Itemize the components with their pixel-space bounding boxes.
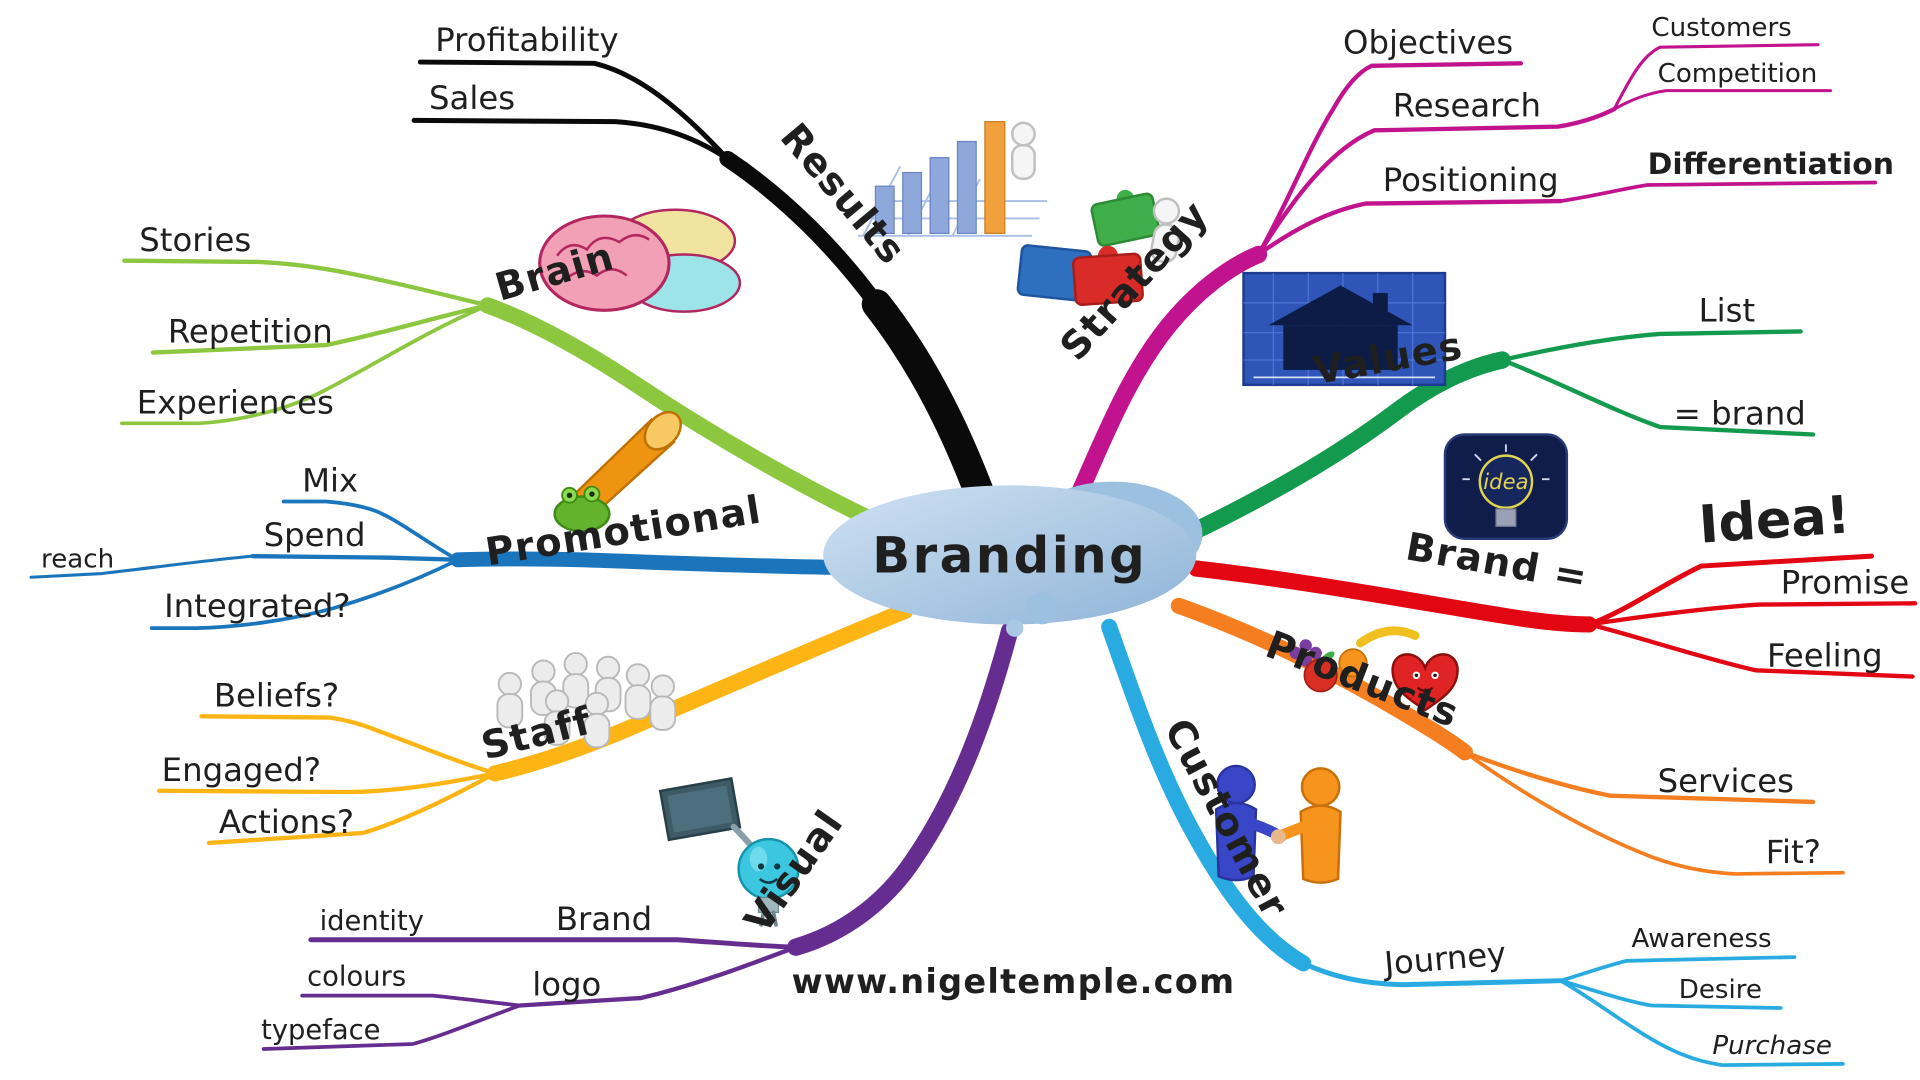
node-list[interactable]: List — [1699, 292, 1756, 330]
path-awareness — [1558, 955, 1797, 983]
blueprint-house-icon — [1242, 271, 1447, 387]
branch-strategy — [1058, 43, 1878, 531]
path-idea — [1586, 553, 1874, 627]
path-journey — [1300, 960, 1564, 988]
node-beliefs[interactable]: Beliefs? — [214, 676, 339, 714]
staff-crowd-icon — [496, 652, 677, 749]
node-equals-brand[interactable]: = brand — [1674, 395, 1806, 433]
branch-brain — [119, 258, 889, 532]
path-objectives — [1256, 61, 1524, 257]
path-sales — [411, 117, 730, 162]
node-actions[interactable]: Actions? — [219, 803, 354, 841]
path-brand-identity — [308, 937, 799, 950]
visual-bulb-sign-icon — [658, 777, 800, 927]
path-purchase — [1558, 978, 1845, 1067]
node-awareness[interactable]: Awareness — [1632, 924, 1772, 954]
node-research[interactable]: Research — [1393, 87, 1541, 125]
promotional-trunk — [450, 551, 841, 575]
brand-equals-trunk — [1188, 560, 1598, 633]
path-reach — [29, 554, 254, 579]
values-trunk — [1175, 351, 1511, 545]
path-actions — [206, 771, 498, 846]
strategy-trunk — [1058, 245, 1268, 531]
growth-chart-icon — [858, 121, 1048, 237]
path-list — [1499, 329, 1803, 363]
customer-handshake-icon — [1214, 764, 1342, 884]
center-title[interactable]: Branding — [872, 526, 1147, 584]
branch-customer — [1101, 618, 1845, 1067]
idea-bulb-text: idea — [1483, 469, 1528, 494]
results-trunk-outer — [719, 150, 885, 313]
path-promise — [1587, 601, 1918, 627]
path-desire — [1558, 978, 1783, 1010]
node-typeface[interactable]: typeface — [261, 1015, 380, 1046]
path-feeling — [1587, 622, 1915, 679]
path-profitability — [417, 59, 730, 162]
node-brand[interactable]: Brand — [556, 900, 652, 938]
node-purchase[interactable]: Purchase — [1712, 1031, 1832, 1061]
path-positioning — [1256, 198, 1563, 257]
node-stories[interactable]: Stories — [139, 221, 251, 259]
node-journey[interactable]: Journey — [1381, 934, 1508, 983]
node-integrated[interactable]: Integrated? — [164, 587, 350, 625]
node-idea[interactable]: Idea! — [1697, 485, 1852, 555]
node-positioning[interactable]: Positioning — [1383, 161, 1559, 199]
visual-trunk — [787, 621, 1019, 956]
idea-lightbulb-icon: idea — [1443, 433, 1569, 540]
node-competition[interactable]: Competition — [1658, 59, 1818, 89]
path-typeface — [261, 1003, 522, 1051]
path-integrated — [149, 558, 460, 630]
branch-visual — [261, 621, 1019, 1051]
path-engaged — [156, 771, 498, 795]
node-identity[interactable]: identity — [320, 906, 424, 937]
branch-values — [1175, 329, 1816, 545]
node-sales[interactable]: Sales — [429, 79, 515, 117]
branch-brand-equals — [1188, 553, 1918, 679]
products-trunk — [1170, 597, 1473, 761]
node-profitability[interactable]: Profitability — [435, 21, 618, 59]
brain-icon — [538, 208, 742, 313]
node-desire[interactable]: Desire — [1679, 975, 1762, 1005]
path-logo — [517, 945, 799, 1008]
path-equals-brand — [1499, 357, 1816, 437]
path-competition — [1612, 89, 1833, 111]
website-url: www.nigeltemple.com — [792, 962, 1236, 1001]
frog-megaphone-icon — [553, 410, 683, 533]
branch-products — [1170, 597, 1845, 876]
path-repetition — [150, 303, 490, 355]
path-fit — [1463, 750, 1845, 876]
node-colours[interactable]: colours — [307, 962, 406, 993]
node-objectives[interactable]: Objectives — [1343, 23, 1513, 61]
node-services[interactable]: Services — [1658, 762, 1794, 800]
brain-trunk — [479, 297, 889, 532]
path-customers — [1612, 43, 1820, 111]
node-mix[interactable]: Mix — [302, 462, 358, 500]
path-experiences — [119, 303, 490, 426]
node-differentiation[interactable]: Differentiation — [1648, 147, 1894, 182]
path-spend — [250, 553, 460, 563]
path-differentiation — [1558, 180, 1878, 203]
node-reach[interactable]: reach — [41, 544, 114, 574]
center-node[interactable]: Branding — [823, 481, 1203, 637]
customer-trunk — [1101, 618, 1312, 972]
path-colours — [300, 993, 522, 1008]
node-engaged[interactable]: Engaged? — [162, 751, 321, 789]
node-spend[interactable]: Spend — [264, 516, 366, 554]
path-research — [1256, 107, 1617, 257]
path-mix — [281, 499, 460, 562]
puzzle-icon — [1016, 189, 1181, 307]
node-repetition[interactable]: Repetition — [168, 313, 333, 351]
path-beliefs — [199, 714, 498, 776]
path-services — [1462, 750, 1816, 805]
products-fruit-heart-icon — [1289, 626, 1459, 712]
branch-promotional — [29, 499, 841, 630]
node-customers[interactable]: Customers — [1651, 13, 1791, 43]
node-fit[interactable]: Fit? — [1766, 833, 1821, 871]
node-experiences[interactable]: Experiences — [137, 383, 334, 421]
node-feeling[interactable]: Feeling — [1767, 637, 1883, 675]
path-stories — [122, 258, 490, 308]
node-promise[interactable]: Promise — [1781, 563, 1909, 601]
node-logo[interactable]: logo — [532, 966, 601, 1004]
